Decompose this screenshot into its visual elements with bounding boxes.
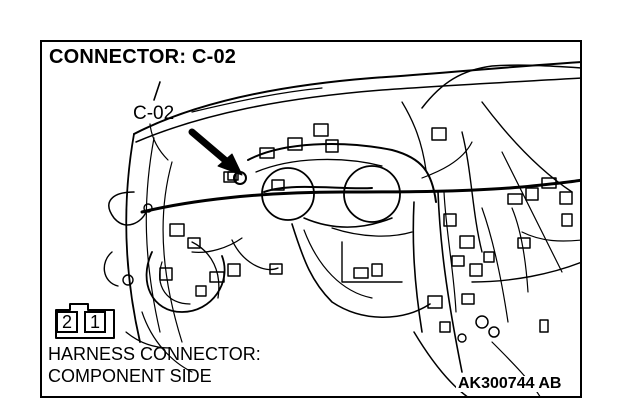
connector-pinout: 2 1 (54, 300, 112, 338)
pin-2-terminal: 2 (56, 311, 78, 333)
connector-callout-label: C-02 (133, 103, 175, 124)
diagram-frame: CONNECTOR: C-02 C-02 2 1 HARNESS CONNECT… (40, 40, 582, 398)
caption-line-1: HARNESS CONNECTOR: (48, 344, 261, 364)
connector-title: CONNECTOR: C-02 (49, 46, 237, 68)
caption-line-2: COMPONENT SIDE (48, 366, 212, 386)
figure-id: AK300744 AB (456, 375, 564, 392)
pin-1-terminal: 1 (84, 311, 106, 333)
